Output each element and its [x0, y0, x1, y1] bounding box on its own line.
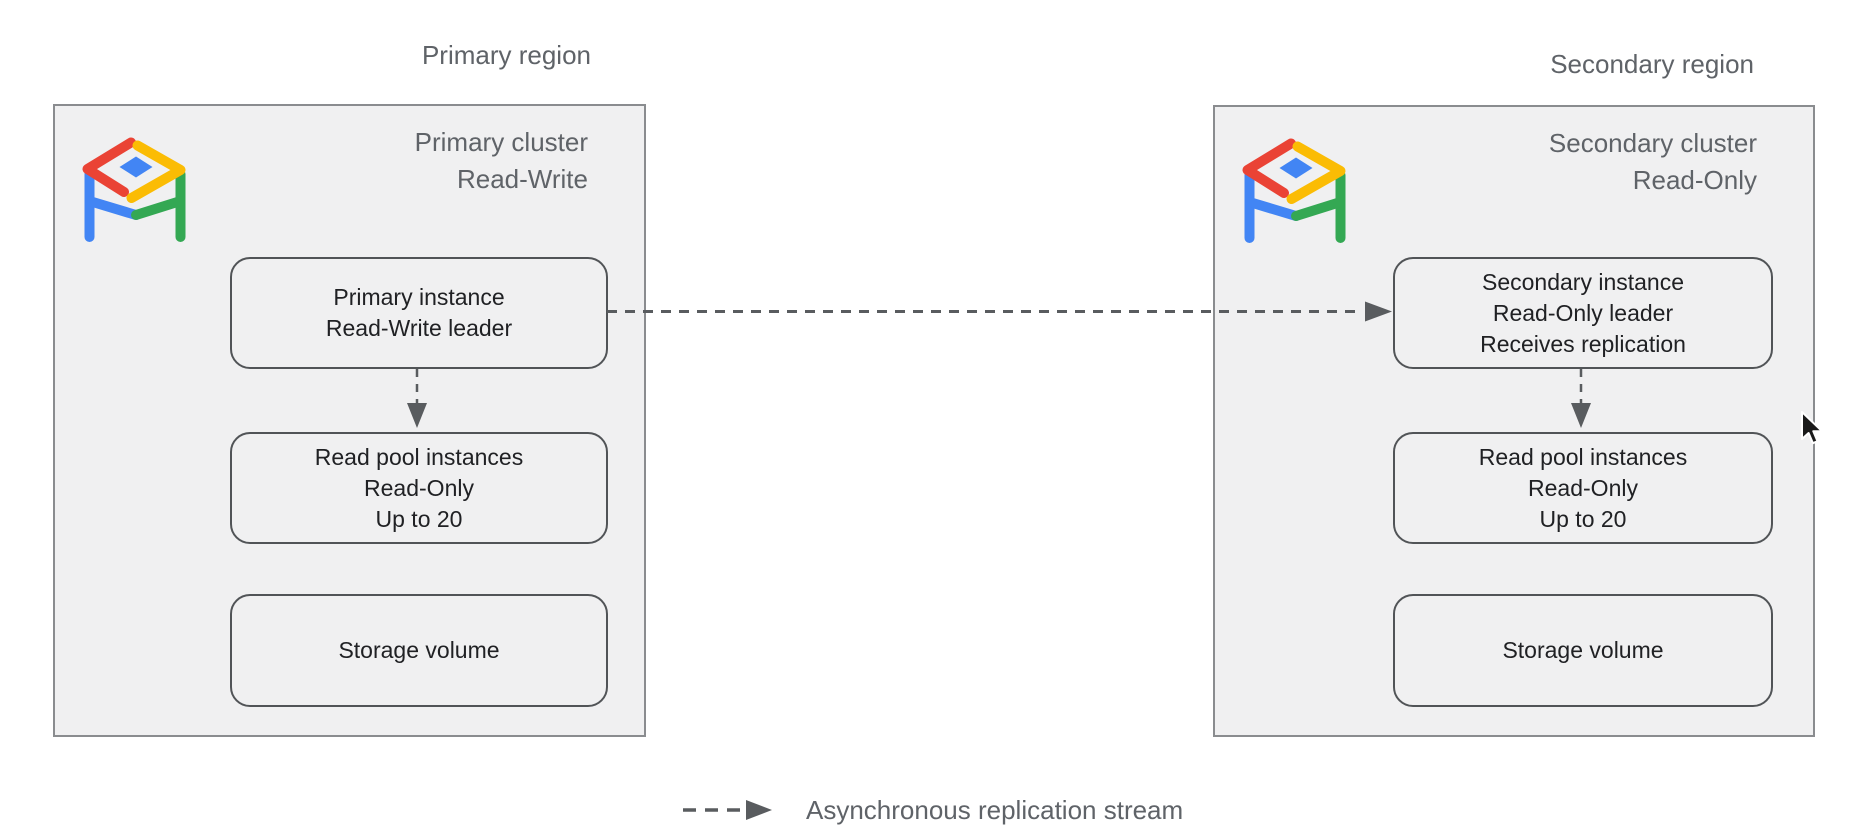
alloydb-logo-icon — [82, 137, 186, 242]
node-label-line: Read-Write leader — [325, 315, 513, 341]
alloydb-logo-icon — [1242, 138, 1346, 243]
node-label-line: Secondary instance — [1481, 268, 1684, 295]
primary-region-title: Primary region — [421, 40, 591, 70]
node-label-line: Read-Only leader — [1492, 299, 1674, 326]
node-label-line: Read pool instances — [1478, 443, 1688, 470]
legend-label: Asynchronous replication stream — [806, 795, 1184, 825]
node-label-line: Primary instance — [333, 284, 505, 310]
node-label-line: Read-Only — [1528, 474, 1638, 501]
cluster-title-line: Secondary cluster — [1548, 128, 1757, 158]
primary-cluster-box: Primary cluster Read-Write Primary insta… — [53, 104, 646, 737]
node-label-line: Receives replication — [1480, 330, 1686, 357]
node-label-line: Read pool instances — [314, 443, 524, 470]
node-label-line: Storage volume — [1502, 637, 1664, 663]
mouse-cursor-icon — [1801, 411, 1823, 445]
cluster-title-line: Read-Write — [456, 164, 588, 194]
cluster-title-line: Primary cluster — [414, 127, 588, 157]
secondary-cluster-title: Secondary cluster Read-Only — [1549, 125, 1757, 199]
node-label-line: Read-Only — [364, 474, 474, 501]
secondary-read-pool-node: Read pool instances Read-Only Up to 20 — [1393, 432, 1773, 544]
secondary-region-title: Secondary region — [1550, 49, 1754, 79]
primary-storage-volume-node: Storage volume — [230, 594, 608, 707]
secondary-cluster-box: Secondary cluster Read-Only Secondary in… — [1213, 105, 1815, 737]
primary-cluster-title: Primary cluster Read-Write — [415, 124, 588, 198]
primary-instance-node: Primary instance Read-Write leader — [230, 257, 608, 369]
legend-dashed-arrow-icon — [683, 800, 772, 820]
node-label-line: Up to 20 — [1539, 505, 1627, 532]
node-label-line: Storage volume — [338, 637, 500, 663]
node-label-line: Up to 20 — [375, 505, 463, 532]
primary-read-pool-node: Read pool instances Read-Only Up to 20 — [230, 432, 608, 544]
secondary-storage-volume-node: Storage volume — [1393, 594, 1773, 707]
secondary-instance-node: Secondary instance Read-Only leader Rece… — [1393, 257, 1773, 369]
cluster-title-line: Read-Only — [1632, 165, 1757, 195]
